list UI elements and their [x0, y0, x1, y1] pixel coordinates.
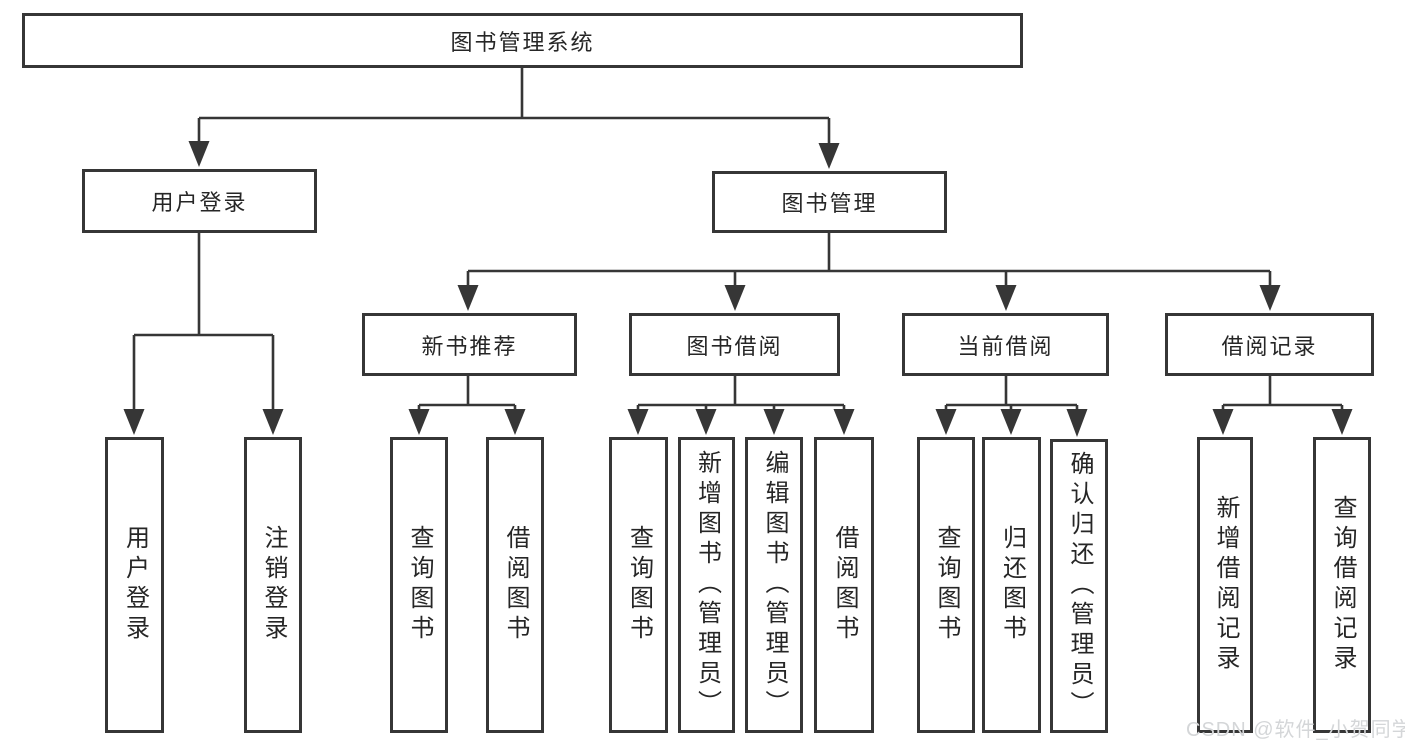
- arrow-icon: [123, 409, 145, 435]
- leaf-nbr-borrow-books: 借阅图书: [486, 437, 544, 733]
- leaf-br-add-record: 新增借阅记录: [1197, 437, 1253, 733]
- node-book-borrow: 图书借阅: [629, 313, 840, 376]
- arrowheads: [123, 141, 1353, 437]
- arrow-icon: [1331, 409, 1353, 435]
- connector-lines: [132, 68, 1344, 413]
- arrow-icon: [457, 285, 479, 311]
- arrow-icon: [724, 285, 746, 311]
- node-book-management: 图书管理: [712, 171, 947, 233]
- leaf-br-query-record: 查询借阅记录: [1313, 437, 1371, 733]
- arrow-icon: [763, 409, 785, 435]
- edge-user-login-trunk: [132, 233, 275, 413]
- node-current-borrow: 当前借阅: [902, 313, 1109, 376]
- arrow-icon: [627, 409, 649, 435]
- edge-book-management-trunk: [466, 233, 1272, 289]
- node-user-login: 用户登录: [82, 169, 317, 233]
- csdn-watermark: CSDN @软件_小贺同学: [1186, 719, 1405, 741]
- leaf-user-login: 用户登录: [105, 437, 164, 733]
- leaf-logout: 注销登录: [244, 437, 302, 733]
- leaf-nbr-query-books: 查询图书: [390, 437, 448, 733]
- edge-borrow-records-trunk: [1221, 376, 1344, 413]
- leaf-cb-query-books: 查询图书: [917, 437, 975, 733]
- arrow-icon: [1066, 409, 1088, 437]
- edge-current-borrow-trunk: [944, 376, 1079, 413]
- leaf-cb-return-books: 归还图书: [982, 437, 1041, 733]
- node-new-book-recommend: 新书推荐: [362, 313, 577, 376]
- arrow-icon: [188, 141, 210, 167]
- arrow-icon: [1259, 285, 1281, 311]
- leaf-bb-query-books: 查询图书: [609, 437, 668, 733]
- node-borrow-records: 借阅记录: [1165, 313, 1374, 376]
- edge-book-borrow-trunk: [636, 376, 846, 413]
- arrow-icon: [408, 409, 430, 435]
- edge-root-trunk: [197, 68, 831, 147]
- arrow-icon: [833, 409, 855, 435]
- leaf-cb-confirm-return-admin: 确认归还（管理员）: [1050, 439, 1108, 733]
- arrow-icon: [262, 409, 284, 435]
- arrow-icon: [1212, 409, 1234, 435]
- leaf-bb-borrow-books: 借阅图书: [814, 437, 874, 733]
- arrow-icon: [504, 409, 526, 435]
- arrow-icon: [1000, 409, 1022, 435]
- leaf-bb-edit-books-admin: 编辑图书（管理员）: [745, 437, 803, 733]
- arrow-icon: [818, 143, 840, 169]
- arrow-icon: [695, 409, 717, 435]
- arrow-icon: [995, 285, 1017, 311]
- node-root-library-management-system: 图书管理系统: [22, 13, 1023, 68]
- edge-new-book-trunk: [417, 376, 517, 413]
- leaf-bb-add-books-admin: 新增图书（管理员）: [678, 437, 735, 733]
- arrow-icon: [935, 409, 957, 435]
